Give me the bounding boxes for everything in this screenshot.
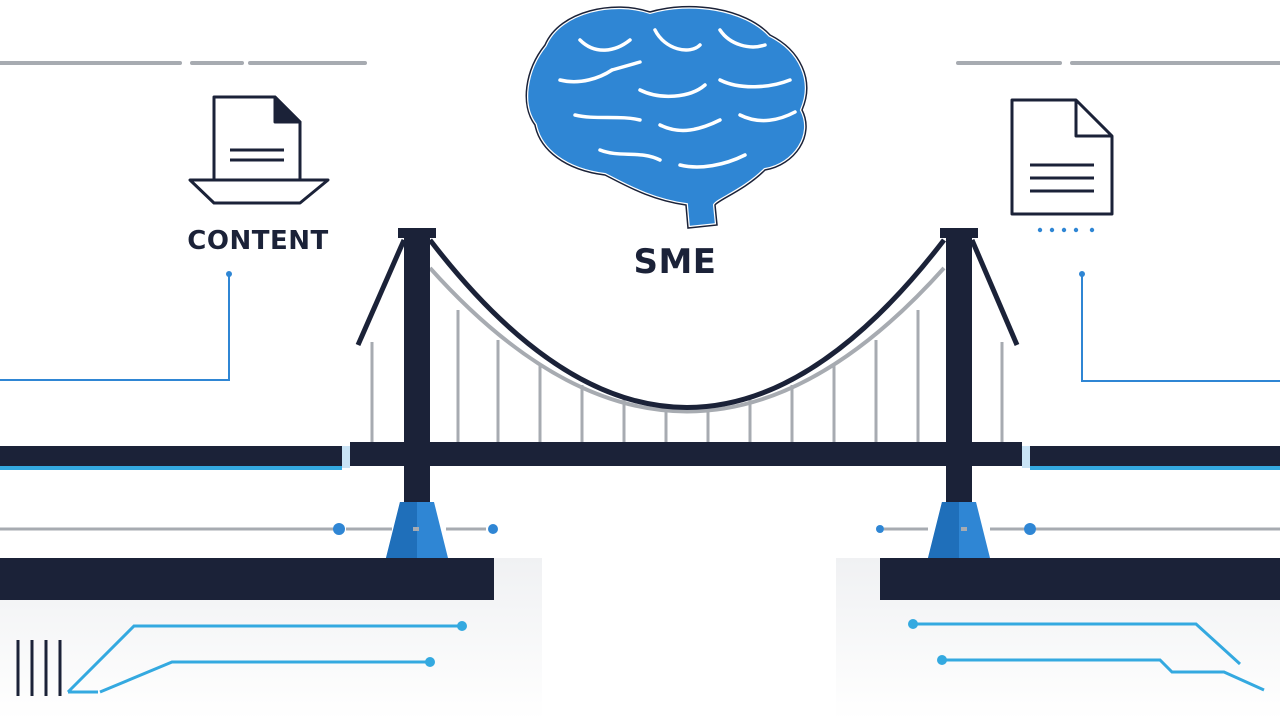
circuit-traces-left bbox=[66, 624, 462, 694]
pier-base-right bbox=[928, 502, 990, 558]
bridge-tower-left bbox=[398, 228, 436, 502]
bridge-hangers bbox=[370, 310, 1004, 445]
bridge-backstay-left bbox=[355, 238, 407, 347]
circuit-nodes-left bbox=[425, 621, 467, 667]
bridge-tower-right bbox=[940, 228, 978, 502]
bridge-cable-gray bbox=[428, 266, 946, 414]
bridge-deck bbox=[0, 442, 1280, 470]
brain-icon bbox=[524, 4, 809, 231]
foundation-right bbox=[836, 558, 1280, 720]
bridge-cable-main bbox=[428, 238, 946, 410]
circuit-traces-right bbox=[913, 622, 1265, 692]
circuit-nodes-right bbox=[908, 619, 947, 665]
tick-marks-left bbox=[16, 640, 62, 696]
bridge-backstay-right bbox=[969, 239, 1020, 346]
signal-nodes bbox=[333, 523, 1036, 535]
document-on-tray-icon bbox=[188, 95, 330, 205]
content-label: CONTENT bbox=[187, 226, 329, 256]
connector-lines bbox=[0, 274, 1280, 382]
sme-label: SME bbox=[633, 242, 717, 282]
foundation-left bbox=[0, 558, 542, 720]
document-icon bbox=[1010, 98, 1114, 216]
ellipsis-dots bbox=[1037, 227, 1095, 233]
